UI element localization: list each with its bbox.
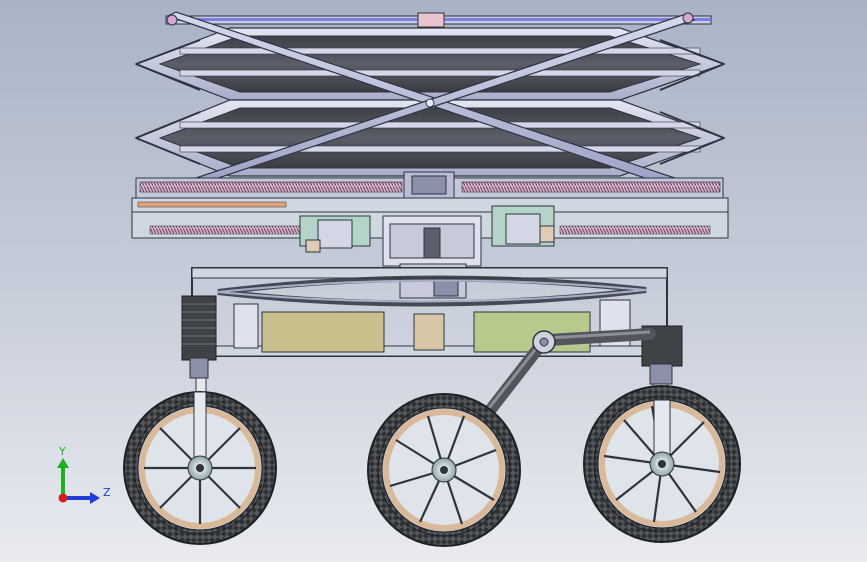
wheel-center[interactable] <box>367 393 521 547</box>
lead-screw-spring-bl <box>149 225 303 235</box>
wheel-right[interactable] <box>583 385 741 543</box>
battery-left <box>261 311 385 353</box>
triad-origin <box>58 493 68 503</box>
top-bracket <box>417 12 445 28</box>
lead-screw-spring-br <box>559 225 711 235</box>
battery-right <box>473 311 591 353</box>
orange-strip <box>137 201 287 208</box>
pivot-top-left <box>166 14 178 26</box>
carriage-right[interactable] <box>491 205 555 247</box>
pivot-top-right <box>682 12 694 24</box>
wheel-left[interactable] <box>123 391 277 545</box>
upper-platform <box>134 27 726 101</box>
reference-triad[interactable]: Y Z <box>57 445 111 504</box>
scissor-pivot <box>425 98 435 108</box>
center-lift-column[interactable] <box>382 215 482 299</box>
triad-y-label: Y <box>58 445 66 458</box>
lead-screw-spring-left <box>139 181 403 193</box>
chassis[interactable] <box>191 267 668 357</box>
triad-z-arrow <box>90 492 100 504</box>
carriage-left[interactable] <box>299 215 371 253</box>
center-bracket <box>413 313 445 351</box>
triad-z-label: Z <box>103 486 111 499</box>
rocker-arm-horizontal[interactable] <box>542 328 656 346</box>
left-chevron-links <box>135 39 725 165</box>
lead-screw-spring-right <box>461 181 721 193</box>
scissor-lift[interactable] <box>134 11 726 194</box>
triad-y-arrow <box>57 458 69 468</box>
